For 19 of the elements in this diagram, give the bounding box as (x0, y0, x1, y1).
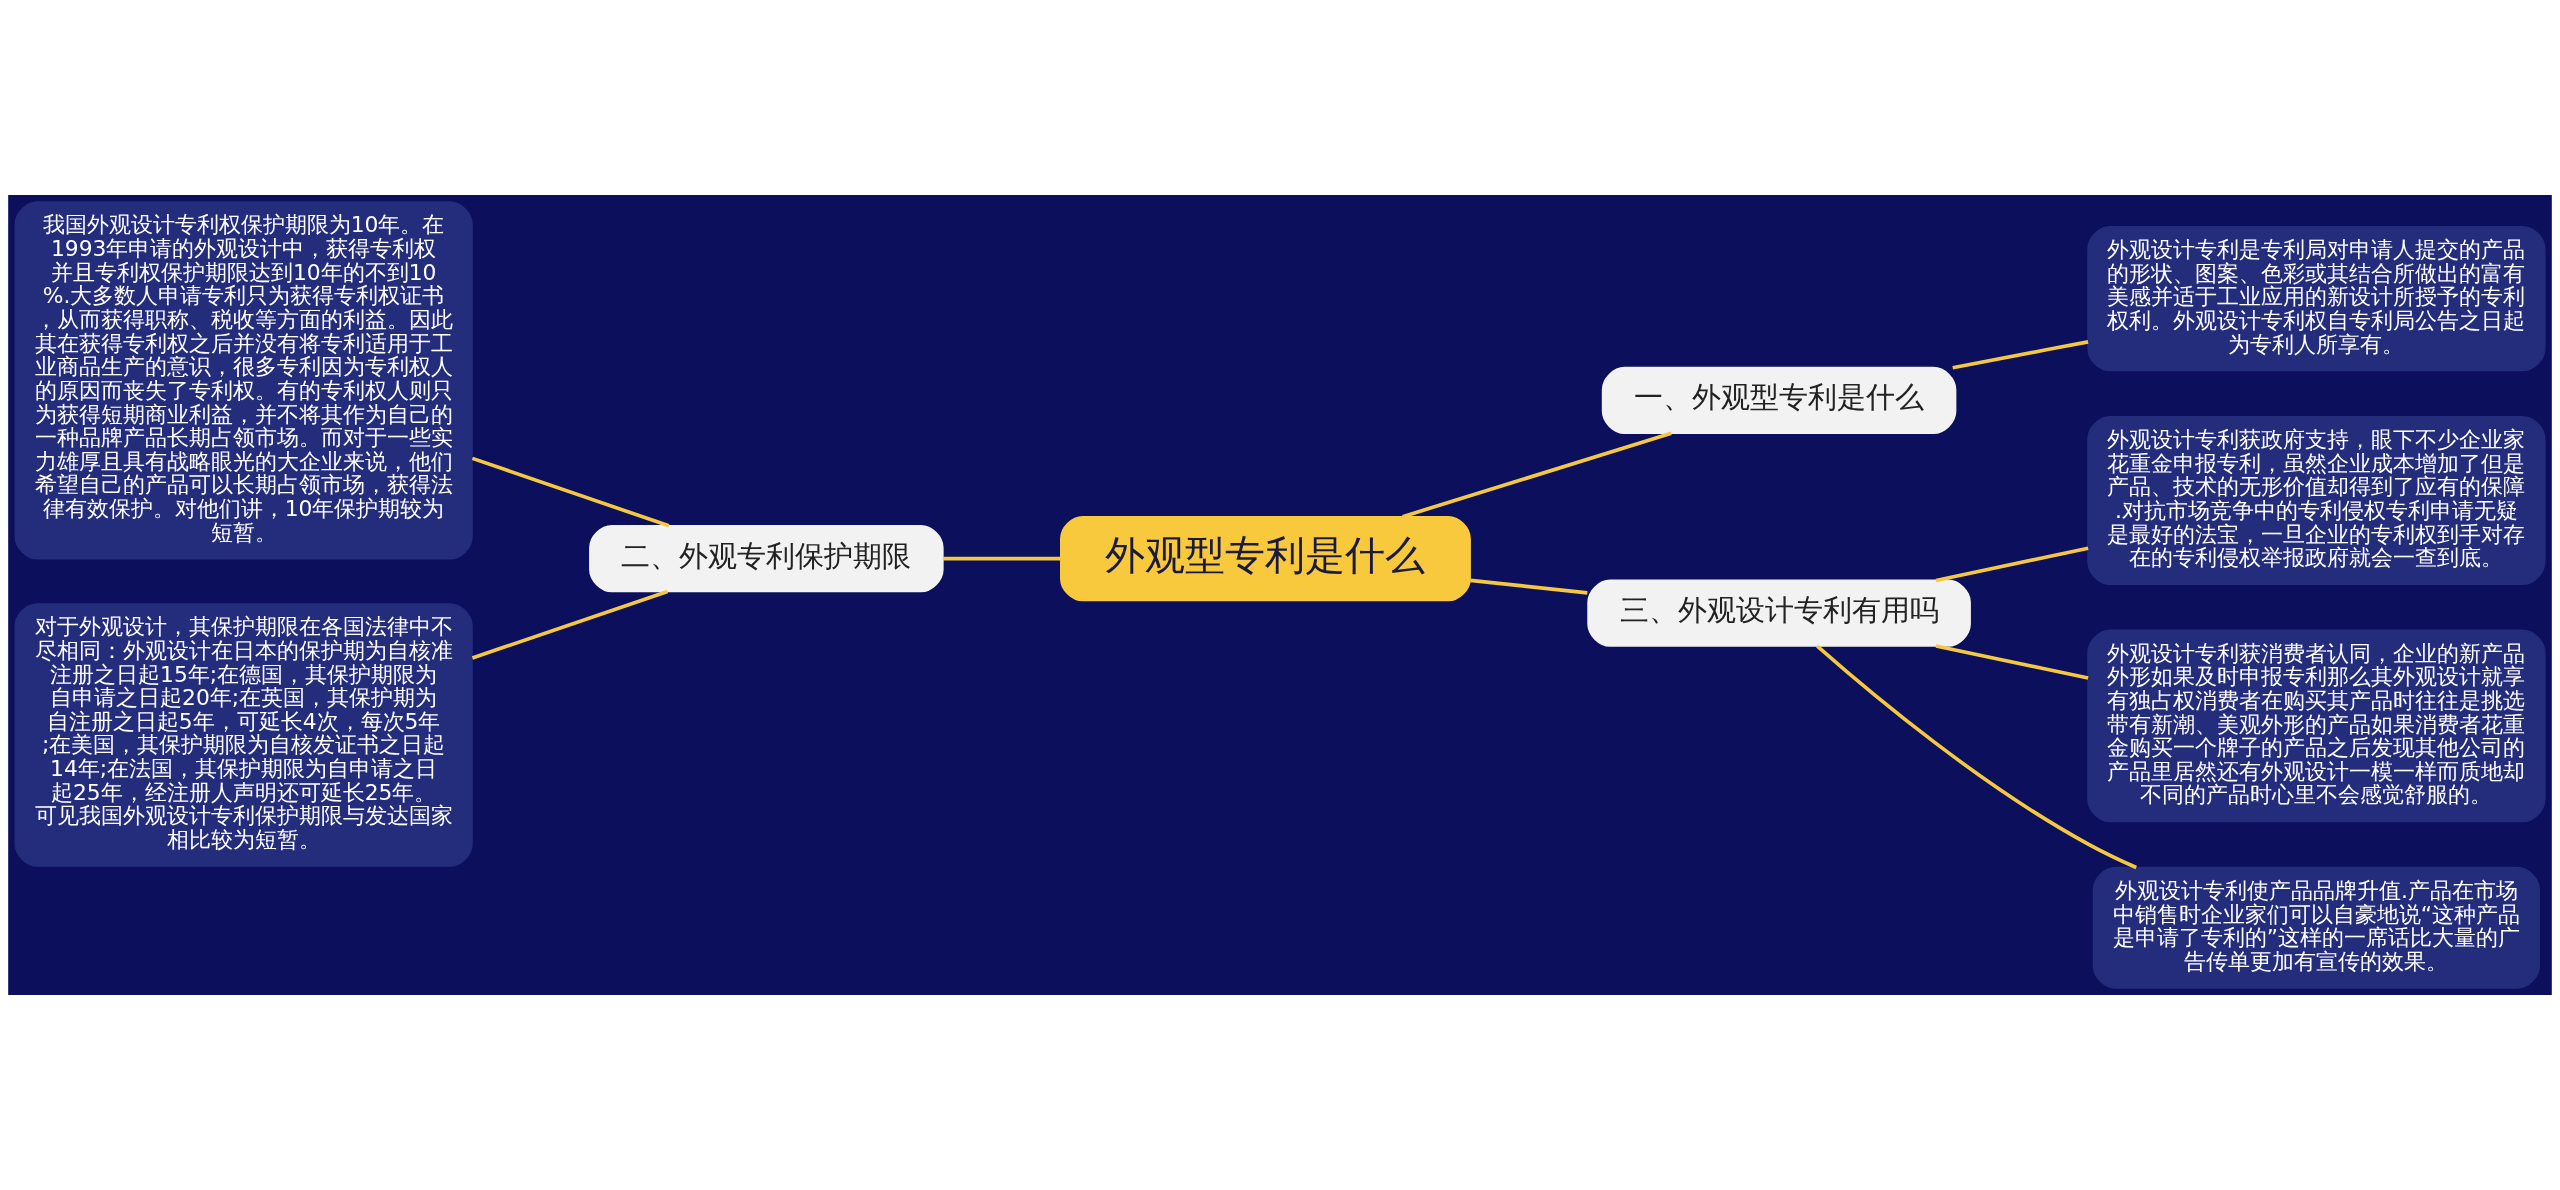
connector (1816, 644, 2137, 870)
node-box: 三、外观设计专利有用吗 (1587, 579, 1971, 647)
node-box: 外观型专利是什么 (1060, 515, 1471, 602)
node-box: 对于外观设计，其保护期限在各国法律中不尽相同：外观设计在日本的保护期为自核准注册之日起15年;在德国，其保护期限为自申请之日起20年;在英国，其保护期为自注册之日起5年，可延长4次，每次5年;在美国，其保护期限为自核发证书之日起14年;在法国，其保护期限为自申请之日起25年，经注册人声明还可延长25年。可见我国外观设计专利保护期限与发达国家相比较为短暂。 (14, 603, 473, 867)
node-box: 一、外观型专利是什么 (1601, 366, 1957, 435)
connector (471, 589, 669, 660)
node-box: 二、外观专利保护期限 (589, 525, 944, 593)
connector (1935, 644, 2089, 680)
connector (1402, 431, 1672, 519)
node-box: 我国外观设计专利权保护期限为10年。在1993年申请的外观设计中，获得专利权并且专利权保护期限达到10年的不到10%.大多数人申请专利只为获得专利权证书，从而获得职称、税收等方面的利益。因此其在获得专利权之后并没有将专利适用于工业商品生产的意识，很多专利因为专利权人的原因而丧失了专利权。有的专利权人则只为获得短期商业利益，并不将其作为自己的一种品牌产品长期占领市场。而对于一些实力雄厚且具有战略眼光的大企业来说，他们希望自己的产品可以长期占领市场，获得法律有效保护。对他们讲，10年保护期较为短暂。 (14, 201, 473, 560)
node-box: 外观设计专利使产品品牌升值.产品在市场中销售时企业家们可以自豪地说“这种产品是申请了专利的”这样的一席话比大量的广告传单更加有宣传的效果。 (2092, 866, 2540, 989)
connector (942, 556, 1061, 561)
connector (1935, 546, 2089, 583)
node-box: 外观设计专利获政府支持，眼下不少企业家花重金申报专利，虽然企业成本增加了但是产品、技术的无形价值却得到了应有的保障.对抗市场竞争中的专利侵权专利申请无疑是最好的法宝，一旦企业的专利权到手对存在的专利侵权举报政府就会一查到底。 (2087, 415, 2546, 585)
connector (471, 456, 670, 528)
node-box: 外观设计专利获消费者认同，企业的新产品外形如果及时申报专利那么其外观设计就享有独占权消费者在购买其产品时往往是挑选带有新潮、美观外形的产品如果消费者花重金购买一个牌子的产品之后发现其他公司的产品里居然还有外观设计一模一样而质地却不同的产品时心里不会感觉舒服的。 (2087, 629, 2546, 823)
node-box: 外观设计专利是专利局对申请人提交的产品的形状、图案、色彩或其结合所做出的富有美感并适于工业应用的新设计所授予的专利权利。外观设计专利权自专利局公告之日起为专利人所享有。 (2087, 225, 2546, 372)
connector (1952, 340, 2089, 370)
connector (1470, 578, 1588, 595)
